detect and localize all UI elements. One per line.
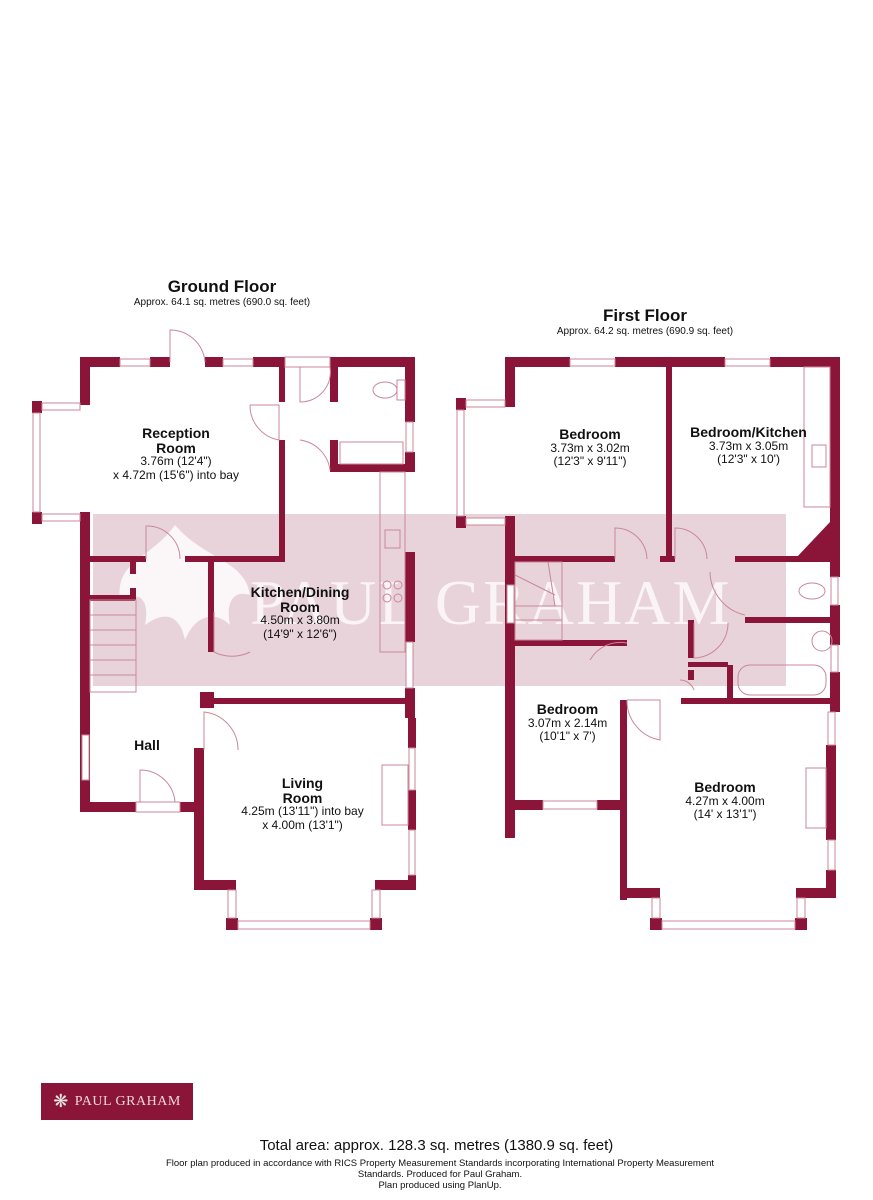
room-name: Reception: [142, 425, 210, 441]
footer-note: Floor plan produced in accordance with R…: [140, 1158, 740, 1192]
room-kitchen-dining: Kitchen/Dining Room 4.50m x 3.80m (14'9"…: [230, 585, 370, 641]
room-dimensions-line2: (14'9" x 12'6"): [263, 626, 337, 641]
room-dimensions-line2: (10'1" x 7'): [539, 728, 596, 743]
room-dimensions-line2: (12'3" x 10'): [717, 451, 780, 466]
room-name-line2: Room: [282, 789, 323, 806]
room-hall: Hall: [117, 738, 177, 753]
ground-floor-walls: [32, 357, 416, 930]
room-bedroom-1: Bedroom 3.73m x 3.02m (12'3" x 9'11"): [525, 427, 655, 468]
room-name: Kitchen/Dining: [250, 584, 350, 600]
first-floor-title: First Floor: [602, 306, 688, 325]
room-bedroom-2: Bedroom 3.07m x 2.14m (10'1" x 7'): [515, 702, 620, 743]
room-dimensions: 4.27m x 4.00m: [685, 793, 765, 808]
ground-floor-title: Ground Floor: [167, 277, 277, 296]
maple-leaf-icon: ❋: [53, 1091, 69, 1111]
room-bedroom-kitchen: Bedroom/Kitchen 3.73m x 3.05m (12'3" x 1…: [676, 425, 821, 466]
first-floor-windows-doors: [456, 358, 839, 930]
room-name: Living: [281, 775, 324, 791]
room-living: Living Room 4.25m (13'11") into bay x 4.…: [215, 776, 390, 832]
room-dimensions: 4.50m x 3.80m: [260, 613, 340, 628]
room-name: Bedroom: [559, 426, 621, 442]
ground-floor-windows-doors: [32, 329, 416, 930]
room-name-line2: Room: [280, 598, 320, 615]
room-dimensions: 4.25m (13'11") into bay: [241, 804, 364, 819]
logo-text: PAUL GRAHAM: [74, 1093, 181, 1109]
room-dimensions-line2: (14' x 13'1"): [693, 806, 757, 821]
room-dimensions: 3.73m x 3.02m: [550, 440, 630, 455]
room-dimensions-line2: x 4.00m (13'1"): [262, 817, 343, 832]
first-floor-walls: [456, 357, 840, 930]
footer-note-line1: Floor plan produced in accordance with R…: [165, 1158, 715, 1169]
room-name: Bedroom/Kitchen: [690, 424, 807, 440]
room-dimensions: 3.07m x 2.14m: [527, 715, 608, 730]
paul-graham-logo: ❋ PAUL GRAHAM: [41, 1083, 193, 1120]
footer-note-line3: Plan produced using PlanUp.: [378, 1179, 502, 1191]
room-dimensions-line2: x 4.72m (15'6") into bay: [113, 467, 239, 482]
room-name: Bedroom: [694, 779, 756, 795]
watermark-text: PAUL GRAHAM: [250, 567, 732, 638]
room-dimensions: 3.76m (12'4"): [140, 454, 212, 469]
room-name-line2: Room: [156, 439, 196, 456]
room-reception: Reception Room 3.76m (12'4") x 4.72m (15…: [96, 426, 256, 482]
ground-floor-area: Approx. 64.1 sq. metres (690.0 sq. feet): [133, 297, 311, 308]
watermark-leaf-icon: [119, 525, 250, 640]
room-name: Hall: [134, 737, 160, 753]
room-name: Bedroom: [536, 701, 599, 717]
footer-note-line2: Standards. Produced for Paul Graham.: [357, 1168, 523, 1180]
room-dimensions-line2: (12'3" x 9'11"): [553, 453, 627, 468]
room-bedroom-3: Bedroom 4.27m x 4.00m (14' x 13'1"): [665, 780, 785, 821]
room-dimensions: 3.73m x 3.05m: [708, 438, 789, 453]
first-floor-area: Approx. 64.2 sq. metres (690.9 sq. feet): [556, 326, 734, 337]
total-area: Total area: approx. 128.3 sq. metres (13…: [259, 1137, 614, 1154]
